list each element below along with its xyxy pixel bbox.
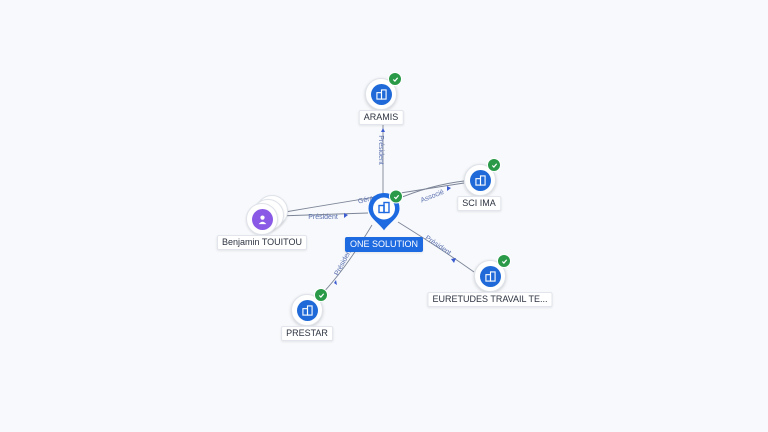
node-label-sci-ima[interactable]: SCI IMA bbox=[457, 196, 501, 211]
node-prestar[interactable] bbox=[291, 288, 328, 326]
verified-check-icon bbox=[497, 254, 511, 268]
arrow-marker bbox=[344, 213, 348, 218]
building-icon bbox=[375, 88, 387, 100]
arrow-marker bbox=[451, 258, 456, 263]
verified-check-icon bbox=[314, 288, 328, 302]
person-icon bbox=[258, 215, 266, 224]
node-label-prestar[interactable]: PRESTAR bbox=[281, 326, 333, 341]
node-label-aramis[interactable]: ARAMIS bbox=[358, 110, 404, 125]
verified-check-icon bbox=[389, 189, 403, 204]
verified-check-icon bbox=[388, 72, 402, 86]
node-label-euretudes[interactable]: EURETUDES TRAVAIL TE... bbox=[427, 292, 553, 307]
edge-label-gerant: Gérant bbox=[357, 194, 380, 206]
arrow-marker bbox=[447, 186, 451, 191]
arrow-marker bbox=[381, 128, 385, 132]
building-icon bbox=[484, 270, 496, 282]
node-label-one-solution[interactable]: ONE SOLUTION bbox=[344, 237, 424, 252]
verified-check-icon bbox=[487, 158, 501, 172]
node-benjamin[interactable] bbox=[242, 195, 288, 238]
person-disc bbox=[246, 203, 278, 235]
edge-benjamin[interactable] bbox=[277, 212, 369, 217]
arrow-marker bbox=[334, 280, 337, 285]
building-icon bbox=[301, 304, 313, 316]
node-one-solution[interactable] bbox=[367, 189, 403, 237]
edge-label-aramis: Président bbox=[377, 135, 384, 165]
edge-label-euretudes: Président bbox=[424, 235, 452, 257]
edge-label-benjamin: Président bbox=[308, 214, 338, 221]
node-euretudes[interactable] bbox=[474, 254, 511, 292]
edge-label-sci-ima: Associé bbox=[420, 189, 445, 205]
edge-euretudes[interactable] bbox=[397, 221, 475, 273]
node-label-benjamin[interactable]: Benjamin TOUITOU bbox=[216, 235, 308, 250]
node-sci-ima[interactable] bbox=[464, 158, 501, 196]
building-icon bbox=[474, 174, 486, 186]
node-aramis[interactable] bbox=[365, 72, 402, 110]
